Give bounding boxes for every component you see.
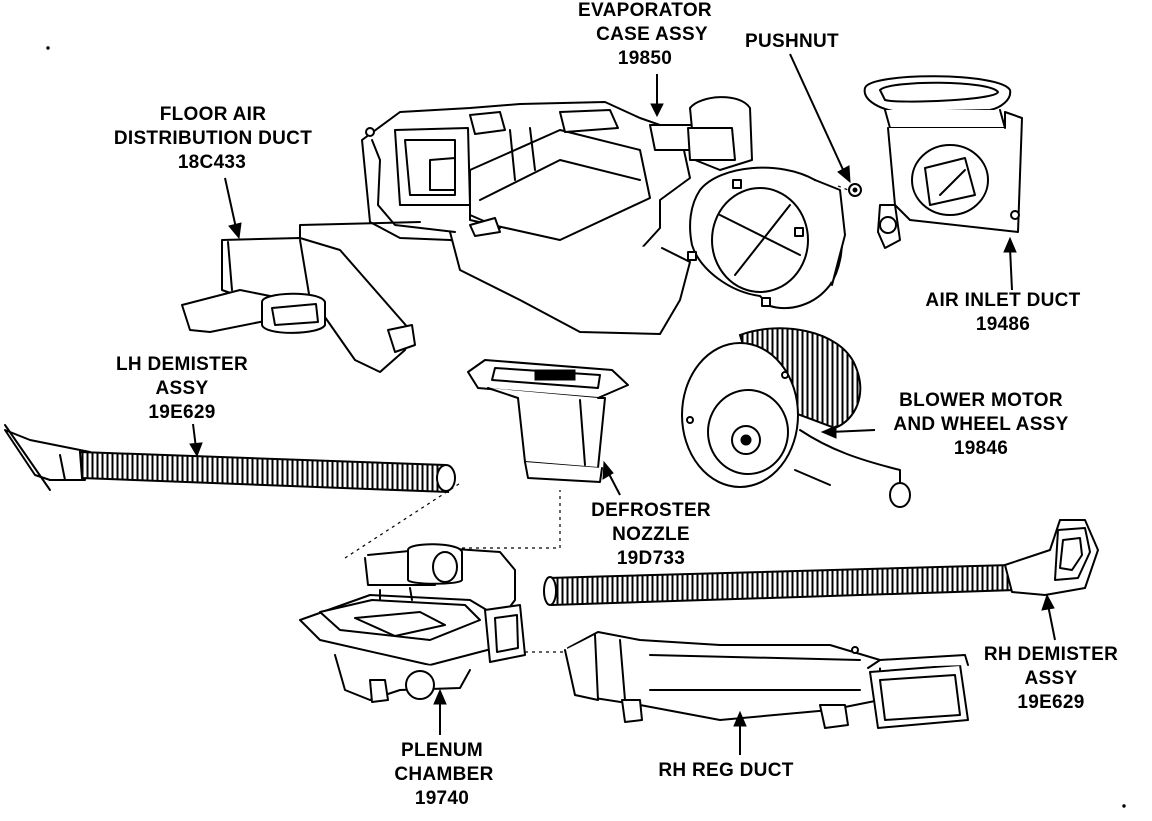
plenum-part-number: 19740 bbox=[415, 788, 469, 809]
blower-label-1: BLOWER MOTOR bbox=[899, 390, 1063, 411]
defroster-nozzle-drawing bbox=[467, 359, 629, 483]
evaporator-label-2: CASE ASSY bbox=[596, 24, 708, 45]
plenum-chamber-drawing bbox=[299, 543, 526, 703]
callout-rh-reg-duct: RH REG DUCT bbox=[658, 760, 793, 781]
callout-blower-motor: BLOWER MOTOR AND WHEEL ASSY 19846 bbox=[893, 390, 1068, 459]
blower-part-number: 19846 bbox=[954, 438, 1008, 459]
rh-demister-part-number: 19E629 bbox=[1017, 692, 1084, 713]
rh-demister-drawing bbox=[543, 519, 1099, 607]
rh-demister-label-1: RH DEMISTER bbox=[984, 644, 1118, 665]
pushnut-label: PUSHNUT bbox=[745, 31, 839, 52]
callout-evaporator-case: EVAPORATOR CASE ASSY 19850 bbox=[578, 0, 712, 69]
air-inlet-part-number: 19486 bbox=[976, 314, 1030, 335]
defroster-label-1: DEFROSTER bbox=[591, 500, 711, 521]
defroster-part-number: 19D733 bbox=[617, 548, 685, 569]
scan-speck bbox=[1122, 804, 1126, 808]
callout-air-inlet-duct: AIR INLET DUCT 19486 bbox=[925, 290, 1080, 335]
callout-lh-demister: LH DEMISTER ASSY 19E629 bbox=[116, 354, 248, 423]
blower-housing-drawing bbox=[687, 166, 846, 310]
plenum-label-1: PLENUM bbox=[401, 740, 483, 761]
callout-floor-air-duct: FLOOR AIR DISTRIBUTION DUCT 18C433 bbox=[114, 104, 312, 173]
lh-demister-label-2: ASSY bbox=[156, 378, 209, 399]
scan-speck bbox=[46, 46, 50, 50]
lh-demister-drawing bbox=[4, 424, 456, 494]
rh-reg-duct-drawing bbox=[564, 631, 969, 729]
assembly-lines bbox=[344, 185, 849, 653]
pushnut-drawing bbox=[848, 183, 862, 197]
callout-pushnut: PUSHNUT bbox=[745, 31, 839, 52]
floor-air-duct-drawing bbox=[181, 221, 421, 373]
rh-reg-duct-label: RH REG DUCT bbox=[658, 760, 793, 781]
evaporator-label-1: EVAPORATOR bbox=[578, 0, 712, 21]
floor-air-part-number: 18C433 bbox=[178, 152, 246, 173]
callout-defroster-nozzle: DEFROSTER NOZZLE 19D733 bbox=[591, 500, 711, 569]
defroster-label-2: NOZZLE bbox=[612, 524, 690, 545]
callout-plenum-chamber: PLENUM CHAMBER 19740 bbox=[394, 740, 493, 809]
blower-label-2: AND WHEEL ASSY bbox=[893, 414, 1068, 435]
lh-demister-label-1: LH DEMISTER bbox=[116, 354, 248, 375]
blower-motor-drawing bbox=[681, 327, 911, 508]
evaporator-case-drawing bbox=[361, 96, 753, 335]
floor-air-label-2: DISTRIBUTION DUCT bbox=[114, 128, 312, 149]
rh-demister-label-2: ASSY bbox=[1025, 668, 1078, 689]
evaporator-part-number: 19850 bbox=[618, 48, 672, 69]
plenum-label-2: CHAMBER bbox=[394, 764, 493, 785]
leader-lines bbox=[189, 53, 1056, 755]
callout-rh-demister: RH DEMISTER ASSY 19E629 bbox=[984, 644, 1118, 713]
air-inlet-label: AIR INLET DUCT bbox=[925, 290, 1080, 311]
lh-demister-part-number: 19E629 bbox=[148, 402, 215, 423]
floor-air-label-1: FLOOR AIR bbox=[160, 104, 267, 125]
air-inlet-duct-drawing bbox=[863, 75, 1023, 249]
